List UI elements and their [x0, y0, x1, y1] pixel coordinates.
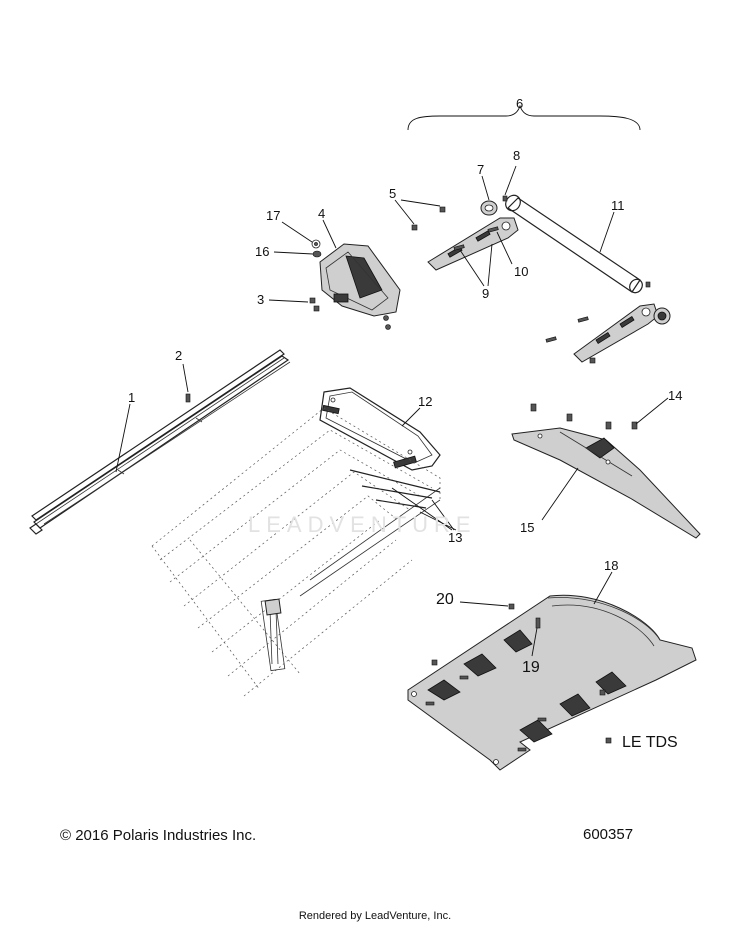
callout-15: 15	[520, 520, 534, 535]
part-12-bed-bracket[interactable]	[319, 387, 441, 471]
callout-5: 5	[389, 186, 396, 201]
part-16-washer[interactable]	[312, 250, 322, 258]
part-8-nut[interactable]	[502, 195, 651, 288]
watermark: LEADVENTURE	[248, 512, 477, 537]
callout-2: 2	[175, 348, 182, 363]
part-4-storage-box[interactable]	[319, 243, 401, 330]
callout-11: 11	[611, 198, 625, 213]
callout-18: 18	[604, 558, 618, 573]
part-18-rear-rack[interactable]	[407, 594, 697, 771]
part-17-nut[interactable]	[311, 239, 321, 249]
part-14-push-pin[interactable]	[530, 403, 638, 430]
callout-6: 6	[516, 96, 523, 111]
callout-9: 9	[482, 286, 489, 301]
callout-3: 3	[257, 292, 264, 307]
callout-labels: 1 2 3 4 5 6 7 8 9 10 11 12 13 14 15 16 1…	[128, 96, 682, 676]
callout-14: 14	[668, 388, 682, 403]
part-1-rail[interactable]	[29, 349, 291, 535]
part-7-bushing[interactable]	[480, 200, 671, 325]
cargo-bed-frame	[151, 407, 441, 697]
callout-7: 7	[477, 162, 484, 177]
callout-13: 13	[448, 530, 462, 545]
part-3-fastener[interactable]	[309, 297, 320, 312]
rendered-by-credit: Rendered by LeadVenture, Inc.	[298, 910, 452, 922]
part-20-nut[interactable]	[431, 603, 612, 744]
drawing-number: 600357	[583, 826, 634, 843]
variant-label: LE TDS	[622, 734, 678, 751]
part-2-screw[interactable]	[185, 393, 191, 403]
part-9-bolt[interactable]	[453, 226, 596, 364]
callout-8: 8	[513, 148, 520, 163]
callout-20: 20	[436, 591, 454, 608]
part-19-bolt[interactable]	[425, 617, 547, 752]
copyright-text: © 2016 Polaris Industries Inc.	[60, 827, 257, 844]
callout-4: 4	[318, 206, 325, 221]
callout-12: 12	[418, 394, 432, 409]
callout-10: 10	[514, 264, 528, 279]
part-10-side-arm[interactable]	[427, 217, 659, 363]
leader-lines	[115, 104, 669, 657]
part-5-nut[interactable]	[411, 206, 446, 231]
part-15-trim-cover[interactable]	[511, 427, 701, 539]
callout-17: 17	[266, 208, 280, 223]
callout-16: 16	[255, 244, 269, 259]
callout-19: 19	[522, 659, 540, 676]
callout-1: 1	[128, 390, 135, 405]
